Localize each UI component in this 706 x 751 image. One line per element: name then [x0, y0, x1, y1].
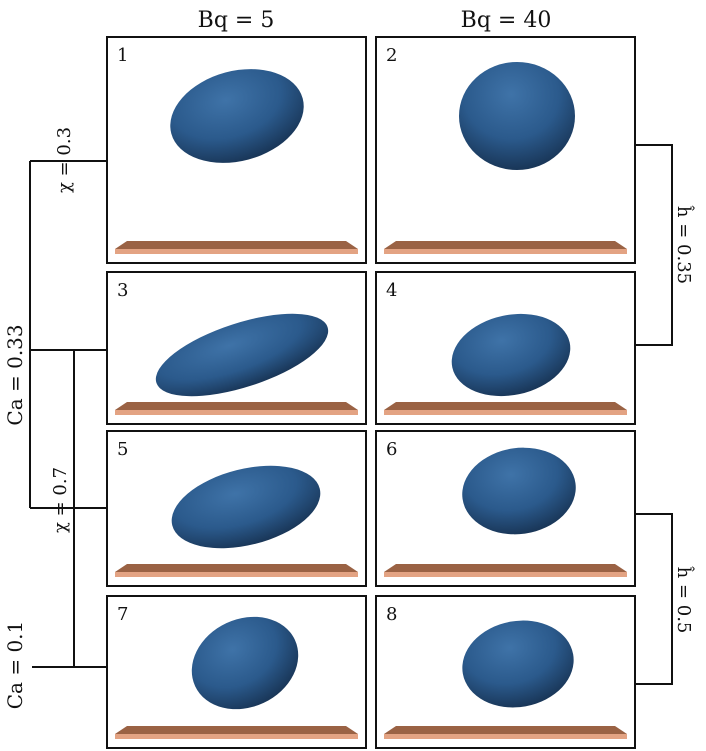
- wall-front: [115, 734, 358, 739]
- wall-front: [115, 410, 358, 415]
- ca-0.33-label: Ca = 0.33: [3, 324, 27, 425]
- panel-number: 5: [117, 439, 128, 460]
- droplet: [462, 620, 574, 708]
- droplet: [462, 447, 576, 535]
- wall-front: [115, 572, 358, 577]
- droplet: [155, 313, 329, 397]
- wall-front: [384, 410, 627, 415]
- wall-top: [384, 241, 627, 249]
- wall-front: [384, 734, 627, 739]
- wall-top: [115, 402, 358, 410]
- panel-2: 2: [375, 36, 636, 264]
- panel-number: 7: [117, 604, 128, 625]
- panel-3: 3: [106, 271, 367, 425]
- panel-number: 1: [117, 45, 128, 66]
- ca-0.1-label: Ca = 0.1: [3, 621, 27, 710]
- wall-top: [384, 564, 627, 572]
- chi-0.7-label: χ = 0.7: [50, 467, 71, 533]
- panel-number: 8: [386, 604, 397, 625]
- droplet: [459, 62, 575, 170]
- panels: 1 2 3 4 5 6 7 8: [106, 36, 636, 749]
- wall-top: [115, 241, 358, 249]
- droplet: [191, 616, 299, 710]
- right-brackets: [636, 144, 673, 685]
- h-0.35-label: ĥ = 0.35: [673, 205, 696, 284]
- panel-4: 4: [375, 271, 636, 425]
- h-0.5-bracket: [636, 513, 673, 685]
- wall-top: [115, 726, 358, 734]
- panel-number: 6: [386, 439, 397, 460]
- wall-top: [384, 726, 627, 734]
- droplet: [451, 313, 571, 397]
- left-brackets: [29, 160, 107, 668]
- panel-8: 8: [375, 595, 636, 749]
- chi-0.3-label: χ = 0.3: [54, 127, 75, 193]
- wall-top: [384, 402, 627, 410]
- wall-front: [115, 249, 358, 254]
- panel-6: 6: [375, 430, 636, 587]
- column-header-bq5: Bq = 5: [198, 8, 275, 33]
- column-header-bq40: Bq = 40: [461, 8, 552, 33]
- panel-5: 5: [106, 430, 367, 587]
- panel-number: 3: [117, 280, 128, 301]
- droplet: [171, 465, 321, 549]
- panel-7: 7: [106, 595, 367, 749]
- h-0.35-bracket: [636, 144, 673, 346]
- wall-front: [384, 572, 627, 577]
- panel-number: 2: [386, 45, 397, 66]
- panel-1: 1: [106, 36, 367, 264]
- wall-front: [384, 249, 627, 254]
- wall-top: [115, 564, 358, 572]
- h-0.5-label: ĥ = 0.5: [673, 566, 696, 634]
- panel-number: 4: [386, 280, 397, 301]
- droplet: [170, 69, 304, 163]
